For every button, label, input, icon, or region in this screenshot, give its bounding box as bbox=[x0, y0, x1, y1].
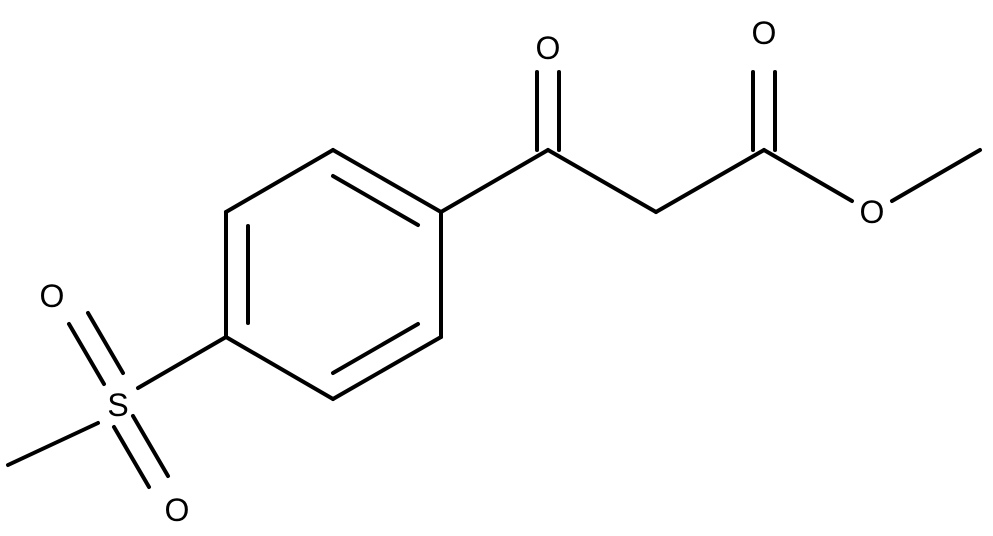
bond-ester-carbon-to-oxygen bbox=[762, 148, 854, 203]
bond-sulfonyl-top-b bbox=[86, 311, 125, 375]
bond-sulfonyl-bottom-a bbox=[112, 425, 151, 489]
atom-label-oxygen-sulfonyl-bottom: O bbox=[165, 492, 190, 528]
bond-ring-inner-top-right bbox=[331, 174, 420, 227]
atom-label-oxygen-ester: O bbox=[860, 194, 885, 230]
bond-methylene-to-ester-carbon bbox=[654, 148, 766, 214]
atom-label-oxygen-ketone: O bbox=[536, 30, 561, 66]
keto-ester-chain bbox=[439, 70, 982, 214]
bond-carbonyl-to-methylene bbox=[546, 148, 658, 214]
benzene-ring bbox=[224, 148, 443, 401]
atom-label-sulfur: S bbox=[107, 387, 128, 423]
methylsulfonyl-group bbox=[6, 311, 228, 489]
bond-ring-top-left bbox=[224, 148, 335, 214]
bond-ring-to-carbonyl bbox=[439, 148, 550, 214]
bond-ring-inner-bottom-right bbox=[331, 322, 420, 375]
bond-ring-bottom-left bbox=[224, 335, 335, 401]
atom-labels: O O O S O O bbox=[40, 15, 885, 528]
bond-sulfonyl-top-a bbox=[67, 322, 106, 386]
atom-label-oxygen-ester-carbonyl: O bbox=[752, 15, 777, 51]
bond-ring-top-right bbox=[331, 148, 443, 214]
bond-sulfur-to-methyl bbox=[6, 421, 100, 467]
bond-sulfonyl-bottom-b bbox=[131, 414, 170, 478]
bond-ring-to-sulfur bbox=[136, 335, 228, 390]
bond-ring-bottom-right bbox=[331, 335, 443, 401]
bond-oxygen-to-methyl bbox=[890, 148, 982, 203]
atom-label-oxygen-sulfonyl-top: O bbox=[40, 278, 65, 314]
